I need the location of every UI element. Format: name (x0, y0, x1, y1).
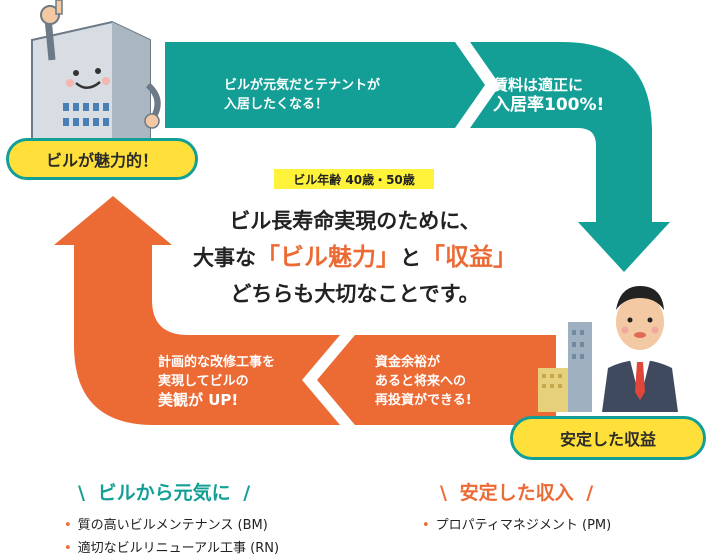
service-list-right: • プロパティマネジメント (PM) (422, 514, 611, 537)
section-title-text: ビルから元気に (97, 482, 231, 504)
arrow-caption-line: 入居したくなる！ (224, 97, 329, 112)
bullet-icon: • (422, 518, 430, 533)
slash-open: \ (440, 482, 447, 504)
arrow-caption-bottom-left: 計画的な改修工事を 実現してビルの 美観が UP! (158, 353, 275, 410)
section-title-text: 安定した収入 (459, 482, 574, 504)
headline-highlight-attraction: 「ビル魅力」 (256, 243, 400, 271)
orange-arrow-head (54, 196, 172, 245)
stable-income-badge: 安定した収益 (510, 416, 706, 460)
section-title-left: \ ビルから元気に / (78, 478, 250, 505)
badge-label: 安定した収益 (559, 430, 656, 449)
arrow-caption-bottom-right: 資金余裕が あると将来への 再投資ができる! (375, 353, 472, 410)
headline-text: と (400, 246, 421, 270)
list-item: • 適切なビルリニューアル工事 (RN) (64, 537, 279, 560)
arrow-caption-line: 実現してビルの (158, 374, 249, 389)
list-item: • プロパティマネジメント (PM) (422, 514, 611, 537)
list-item-text: プロパティマネジメント (PM) (435, 518, 612, 533)
arrow-caption-line: 資金余裕が (375, 355, 441, 370)
headline-text: 大事な (193, 246, 256, 270)
arrow-caption-top-right: 賃料は適正に 入居率100%! (493, 75, 604, 115)
list-item-text: 適切なビルリニューアル工事 (RN) (77, 541, 280, 556)
teal-arrow-head (578, 222, 670, 272)
building-character-icon (31, 0, 161, 162)
list-item-text: 質の高いビルメンテナンス (BM) (77, 518, 268, 533)
arrow-caption-line: 賃料は適正に (493, 76, 584, 94)
headline-line-3: どちらも大切なことです。 (230, 282, 480, 306)
slash-close: / (243, 482, 251, 504)
arrow-caption-line: 美観が UP! (158, 391, 239, 409)
slash-close: / (586, 482, 594, 504)
orange-chevron-separator (302, 335, 355, 425)
list-item: • 質の高いビルメンテナンス (BM) (64, 514, 279, 537)
orange-loop-arrow-body (74, 240, 556, 425)
teal-chevron-separator (455, 42, 500, 128)
building-age-badge: ビル年齢 40歳・50歳 (274, 169, 434, 189)
headline-line-2: 大事な「ビル魅力」と「収益」 (150, 239, 560, 276)
bullet-icon: • (64, 518, 72, 533)
arrow-caption-line: 計画的な改修工事を (158, 355, 276, 370)
headline-highlight-profit: 「収益」 (421, 243, 517, 271)
badge-label: ビルが魅力的！ (45, 151, 158, 170)
arrow-caption-line: 再投資ができる! (375, 393, 472, 408)
slash-open: \ (78, 482, 85, 504)
arrow-caption-line: 入居率100%! (493, 95, 605, 115)
center-headline: ビル長寿命実現のために、 大事な「ビル魅力」と「収益」 どちらも大切なことです。 (150, 203, 560, 312)
headline-line-1: ビル長寿命実現のために、 (229, 209, 481, 233)
teal-loop-arrow-body (165, 42, 652, 222)
arrow-caption-line: ビルが元気だとテナントが (224, 78, 381, 93)
bullet-icon: • (64, 541, 72, 556)
businessman-icon (538, 286, 678, 412)
service-list-left: • 質の高いビルメンテナンス (BM) • 適切なビルリニューアル工事 (RN) (64, 514, 279, 560)
section-title-right: \ 安定した収入 / (440, 478, 593, 505)
arrow-caption-top-left: ビルが元気だとテナントが 入居したくなる！ (224, 76, 380, 114)
building-attractive-badge: ビルが魅力的！ (6, 138, 198, 180)
arrow-caption-line: あると将来への (375, 374, 467, 389)
building-age-text: ビル年齢 40歳・50歳 (293, 172, 415, 187)
